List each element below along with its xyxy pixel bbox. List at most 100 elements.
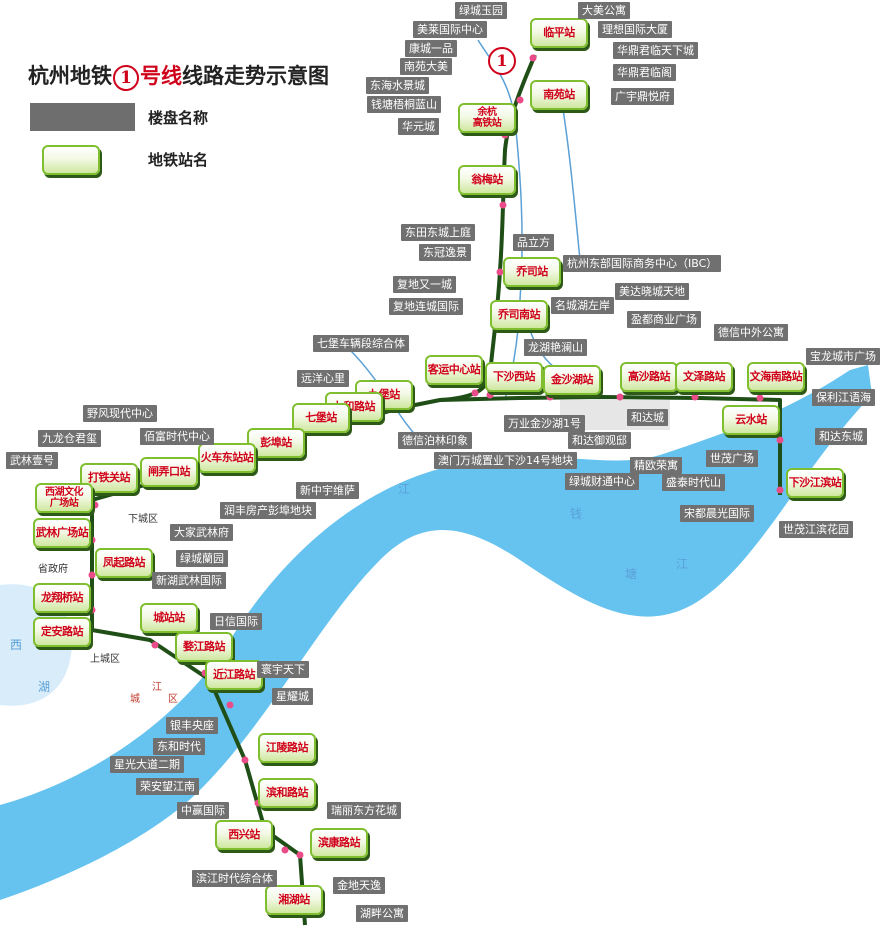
station-longxiangqiao: 龙翔桥站	[33, 583, 91, 613]
station-label: 下沙江滨站	[788, 476, 842, 489]
station-wengmei: 翁梅站	[458, 165, 516, 195]
property-label: 杭州东部国际商务中心（IBC）	[563, 255, 722, 272]
station-label: 文海南路站	[749, 370, 803, 383]
station-label: 乔司站	[516, 265, 548, 278]
station-label: 婺江路站	[183, 640, 226, 653]
station-label: 湘湖站	[278, 893, 310, 906]
station-label: 七堡站	[305, 411, 337, 424]
station-qiaosinan: 乔司南站	[490, 300, 548, 330]
property-label: 东冠逸景	[419, 244, 471, 261]
property-label: 和达御观邸	[568, 432, 631, 449]
station-label: 乔司南站	[498, 308, 541, 321]
station-label: 火车东站站	[200, 451, 254, 464]
station-dot	[281, 846, 289, 854]
station-label: 滨和路站	[266, 786, 309, 799]
station-nanyuan: 南苑站	[530, 80, 588, 110]
qiantang-river	[0, 365, 872, 900]
station-dot	[499, 201, 507, 209]
property-label: 东和时代	[153, 738, 205, 755]
station-dot	[616, 393, 624, 401]
station-label: 文泽路站	[683, 370, 726, 383]
property-label: 世茂江滨花园	[779, 521, 853, 538]
station-xianghu: 湘湖站	[265, 885, 323, 915]
station-dot	[776, 486, 784, 494]
lake-label-2: 湖	[38, 680, 51, 694]
property-label: 佰富时代中心	[140, 428, 214, 445]
station-dot	[486, 391, 494, 399]
station-jianglinglu: 江陵路站	[258, 733, 316, 763]
legend-station-label: 地铁站名	[148, 151, 209, 169]
station-dot	[471, 389, 479, 397]
property-label: 复地又一城	[393, 276, 456, 293]
station-dot	[691, 393, 699, 401]
station-dot	[91, 501, 99, 509]
station-xixing: 西兴站	[215, 820, 273, 850]
station-label: 临平站	[543, 26, 575, 39]
river-label-1: 江	[398, 482, 411, 496]
property-label: 滨江时代综合体	[192, 870, 277, 887]
title-prefix: 杭州地铁	[28, 63, 112, 88]
property-label: 银丰央座	[166, 717, 218, 734]
station-label: 云水站	[735, 413, 767, 426]
station-wenhainan: 文海南路站	[747, 362, 805, 392]
station-wulinguangchang: 武林广场站	[33, 518, 91, 548]
legend-property-label: 楼盘名称	[148, 109, 209, 127]
property-label: 名城湖左岸	[551, 297, 614, 314]
property-label: 宝龙城市广场	[806, 348, 880, 365]
property-label: 星耀城	[272, 688, 313, 705]
property-label: 大美公寓	[578, 2, 630, 19]
station-dot	[241, 756, 249, 764]
station-wenze: 文泽路站	[675, 362, 733, 392]
station-label: 闸弄口站	[148, 465, 191, 478]
property-label: 七堡车辆段综合体	[313, 335, 409, 352]
property-label: 野风现代中心	[83, 405, 157, 422]
property-label: 澳门万城置业下沙14号地块	[434, 452, 577, 469]
lake-label-1: 西	[10, 638, 23, 652]
property-label: 广宇鼎悦府	[611, 88, 674, 105]
station-yunshui: 云水站	[722, 405, 780, 435]
station-label: 高沙路站	[628, 370, 671, 383]
station-qiaosi: 乔司站	[503, 257, 561, 287]
property-label: 品立方	[513, 234, 554, 251]
property-label: 金地天逸	[333, 877, 385, 894]
property-label: 华元城	[398, 118, 439, 135]
station-dot	[756, 394, 764, 402]
district-label-shangcheng: 上城区	[90, 654, 120, 665]
property-label: 和达东城	[815, 428, 867, 445]
property-label: 武林壹号	[6, 452, 58, 469]
station-label: 滨康路站	[318, 836, 361, 849]
station-dot	[496, 268, 504, 276]
property-label: 日信国际	[210, 613, 262, 630]
station-jiubao: 九堡站	[355, 380, 413, 410]
property-label: 新中宇维萨	[296, 482, 359, 499]
property-label: 美达晓城天地	[615, 283, 689, 300]
property-label: 宋都晨光国际	[680, 505, 754, 522]
station-label: 余杭 高铁站	[472, 107, 502, 129]
property-label: 绿城玉园	[455, 2, 507, 19]
station-dot	[88, 571, 96, 579]
station-label: 下沙西站	[493, 370, 536, 383]
line-1-terminal-badge: 1	[488, 47, 516, 75]
property-label: 理想国际大厦	[598, 21, 672, 38]
property-label: 华鼎君临阁	[613, 64, 676, 81]
station-dot	[226, 701, 234, 709]
station-label: 城站站	[153, 611, 185, 624]
property-label: 南苑大美	[400, 58, 452, 75]
property-label: 东海水景城	[366, 77, 429, 94]
station-yuhanggaotie: 余杭 高铁站	[458, 103, 516, 133]
property-label: 精欧荣寓	[630, 457, 682, 474]
property-label: 复地连城国际	[389, 298, 463, 315]
station-dot	[151, 641, 159, 649]
district-label-3: 区	[168, 694, 178, 705]
station-dinganlu: 定安路站	[33, 617, 91, 647]
district-label-1: 城	[130, 694, 140, 705]
property-label: 美莱国际中心	[413, 21, 487, 38]
station-label: 江陵路站	[266, 741, 309, 754]
property-label: 康城一品	[405, 40, 457, 57]
property-label: 东田东城上庭	[401, 224, 475, 241]
station-dot	[529, 54, 537, 62]
station-gaosha: 高沙路站	[620, 362, 678, 392]
station-jinjianglu: 近江路站	[205, 660, 263, 690]
station-label: 南苑站	[543, 88, 575, 101]
property-label: 九龙仓君玺	[38, 430, 101, 447]
